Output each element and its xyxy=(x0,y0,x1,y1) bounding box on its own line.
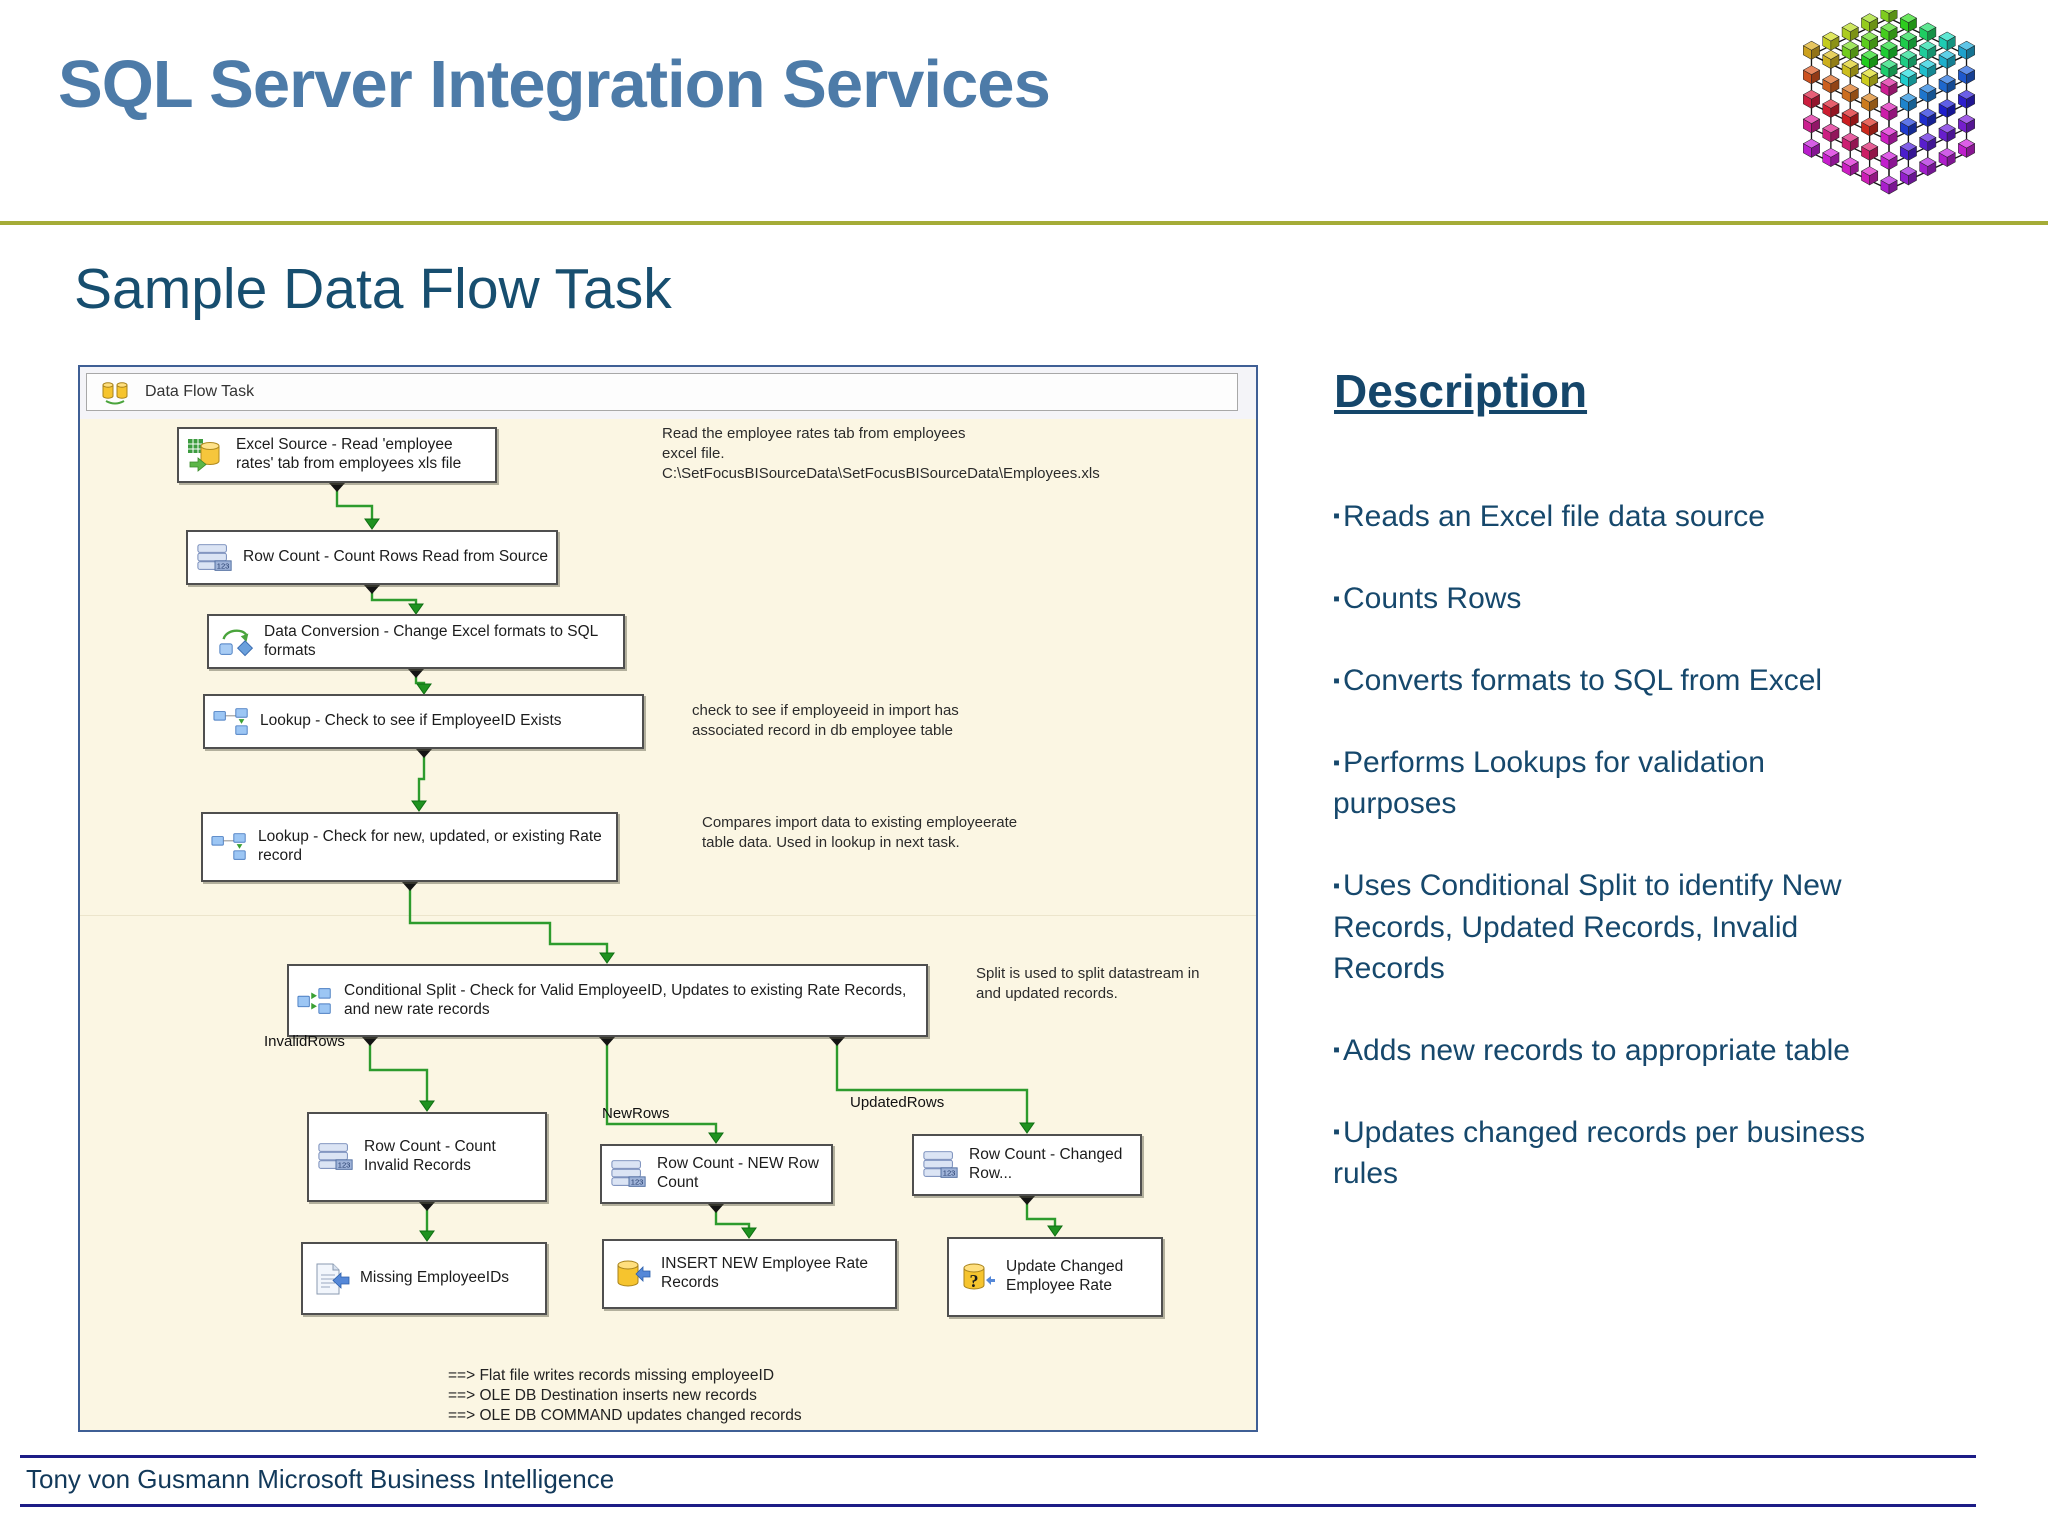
edge-label-newrows: NewRows xyxy=(602,1105,670,1122)
node-excel-source: Excel Source - Read 'employee rates' tab… xyxy=(177,427,497,483)
row-count-icon: 123 xyxy=(923,1151,958,1178)
edge-label-updatedrows: UpdatedRows xyxy=(850,1094,945,1111)
row-count-icon: 123 xyxy=(197,543,232,571)
node-label: Row Count - Count Invalid Records xyxy=(364,1138,496,1174)
node-label: Update Changed Employee Rate xyxy=(1006,1258,1124,1294)
node-label: Conditional Split - Check for Valid Empl… xyxy=(344,981,907,1018)
slide-title: SQL Server Integration Services xyxy=(58,47,1051,122)
row-count-icon: 123 xyxy=(611,1160,646,1187)
node-lookup-employeeid: Lookup - Check to see if EmployeeID Exis… xyxy=(203,694,644,749)
data-flow-designer-panel: Data Flow Task Excel Source - Read 'empl… xyxy=(78,365,1258,1432)
oledb-destination-icon xyxy=(617,1260,651,1287)
footer-text: Tony von Gusmann Microsoft Business Inte… xyxy=(26,1464,615,1494)
panel-header: Data Flow Task xyxy=(86,373,1238,411)
legend: ==> Flat file writes records missing emp… xyxy=(448,1366,802,1425)
data-flow-task-icon xyxy=(102,382,128,405)
svg-text:123: 123 xyxy=(217,561,230,570)
bullet-item: Counts Rows xyxy=(1333,578,1873,619)
cube-lattice-logo xyxy=(1802,10,1976,195)
bullet-item: Adds new records to appropriate table xyxy=(1333,1030,1873,1071)
data-conversion-icon xyxy=(219,629,254,656)
legend-line-oledb-command: ==> OLE DB COMMAND updates changed recor… xyxy=(448,1406,802,1424)
title-divider xyxy=(0,221,2048,225)
node-row-count-changed: 123 Row Count - Changed Row... xyxy=(912,1134,1142,1196)
legend-line-flat-file: ==> Flat file writes records missing emp… xyxy=(448,1367,775,1384)
conditional-split-icon xyxy=(297,987,331,1014)
svg-text:123: 123 xyxy=(631,1177,644,1186)
node-label: Lookup - Check to see if EmployeeID Exis… xyxy=(260,712,562,730)
node-label: Lookup - Check for new, updated, or exis… xyxy=(258,828,602,864)
edge-label-invalidrows: InvalidRows xyxy=(264,1033,345,1050)
node-label: Row Count - Count Rows Read from Source xyxy=(243,548,548,566)
node-update-changed-rate: ? Update Changed Employee Rate xyxy=(947,1237,1163,1317)
node-data-conversion: Data Conversion - Change Excel formats t… xyxy=(207,614,625,669)
oledb-command-icon: ? xyxy=(963,1263,995,1291)
node-row-count-invalid: 123 Row Count - Count Invalid Records xyxy=(307,1112,547,1202)
bullet-item: Converts formats to SQL from Excel xyxy=(1333,660,1873,701)
footer-rule-bottom xyxy=(20,1504,1976,1507)
node-label: INSERT NEW Employee Rate Records xyxy=(661,1255,869,1291)
annotation-read-excel: Read the employee rates tab from employe… xyxy=(662,425,1100,482)
node-row-count-source: 123 Row Count - Count Rows Read from Sou… xyxy=(186,530,558,585)
footer-rule-top xyxy=(20,1455,1976,1458)
excel-source-icon xyxy=(188,439,220,472)
svg-text:?: ? xyxy=(970,1271,979,1291)
flat-file-destination-icon xyxy=(316,1263,350,1294)
node-lookup-rate: Lookup - Check for new, updated, or exis… xyxy=(201,812,618,882)
annotation-split-usage: Split is used to split datastream in and… xyxy=(976,965,1200,1002)
node-missing-employeeids: Missing EmployeeIDs xyxy=(301,1242,547,1315)
description-bullets: Reads an Excel file data source Counts R… xyxy=(1333,496,1873,1235)
bullet-item: Uses Conditional Split to identify New R… xyxy=(1333,865,1873,988)
slide-subtitle: Sample Data Flow Task xyxy=(74,257,672,321)
node-label: Missing EmployeeIDs xyxy=(360,1269,510,1287)
node-row-count-new: 123 Row Count - NEW Row Count xyxy=(600,1144,833,1204)
row-count-icon: 123 xyxy=(318,1143,353,1170)
panel-title: Data Flow Task xyxy=(145,383,255,400)
bullet-item: Performs Lookups for validation purposes xyxy=(1333,742,1873,824)
node-label: Data Conversion - Change Excel formats t… xyxy=(264,622,598,659)
annotation-check-employeeid: check to see if employeeid in import has… xyxy=(692,702,959,739)
legend-line-oledb-destination: ==> OLE DB Destination inserts new recor… xyxy=(448,1386,757,1404)
bullet-item: Reads an Excel file data source xyxy=(1333,496,1873,537)
lookup-icon xyxy=(213,707,248,735)
annotation-compares-import: Compares import data to existing employe… xyxy=(702,814,1018,851)
node-insert-new-rates: INSERT NEW Employee Rate Records xyxy=(602,1239,897,1309)
node-label: Excel Source - Read 'employee rates' tab… xyxy=(236,436,462,472)
svg-text:123: 123 xyxy=(338,1160,351,1169)
lookup-icon xyxy=(211,833,246,860)
node-conditional-split: Conditional Split - Check for Valid Empl… xyxy=(287,964,928,1037)
node-label: Row Count - Changed Row... xyxy=(969,1146,1123,1182)
panel-faint-divider xyxy=(80,915,1256,916)
svg-text:123: 123 xyxy=(943,1168,956,1177)
description-heading: Description xyxy=(1334,365,1588,417)
node-label: Row Count - NEW Row Count xyxy=(657,1155,819,1191)
bullet-item: Updates changed records per business rul… xyxy=(1333,1112,1873,1194)
